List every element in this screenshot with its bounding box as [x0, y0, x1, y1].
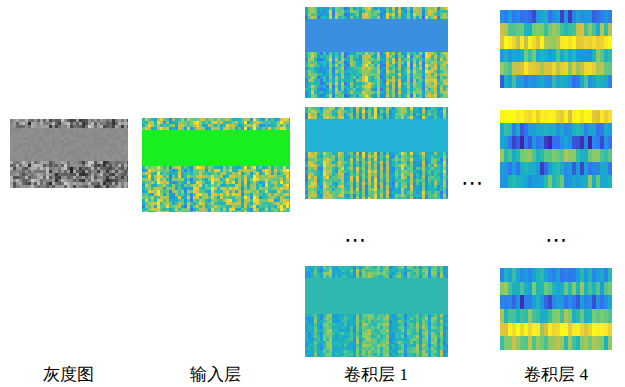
ellipsis-mark: ⋯: [344, 227, 366, 253]
grayscale-image: [10, 119, 128, 188]
layer-caption: 卷积层 1: [344, 365, 408, 385]
conv4-map: [500, 10, 612, 88]
conv1-map: [305, 266, 448, 357]
conv1-map: [305, 107, 448, 199]
conv4-map: [500, 110, 612, 188]
ellipsis-mark: ⋯: [545, 227, 567, 253]
conv4-map: [500, 268, 612, 350]
layer-caption: 卷积层 4: [524, 365, 588, 385]
ellipsis-mark: ⋯: [461, 170, 483, 196]
layer-caption: 灰度图: [43, 365, 94, 385]
conv1-map: [305, 7, 448, 98]
input-layer-map: [142, 118, 290, 212]
layer-caption: 输入层: [190, 365, 241, 385]
